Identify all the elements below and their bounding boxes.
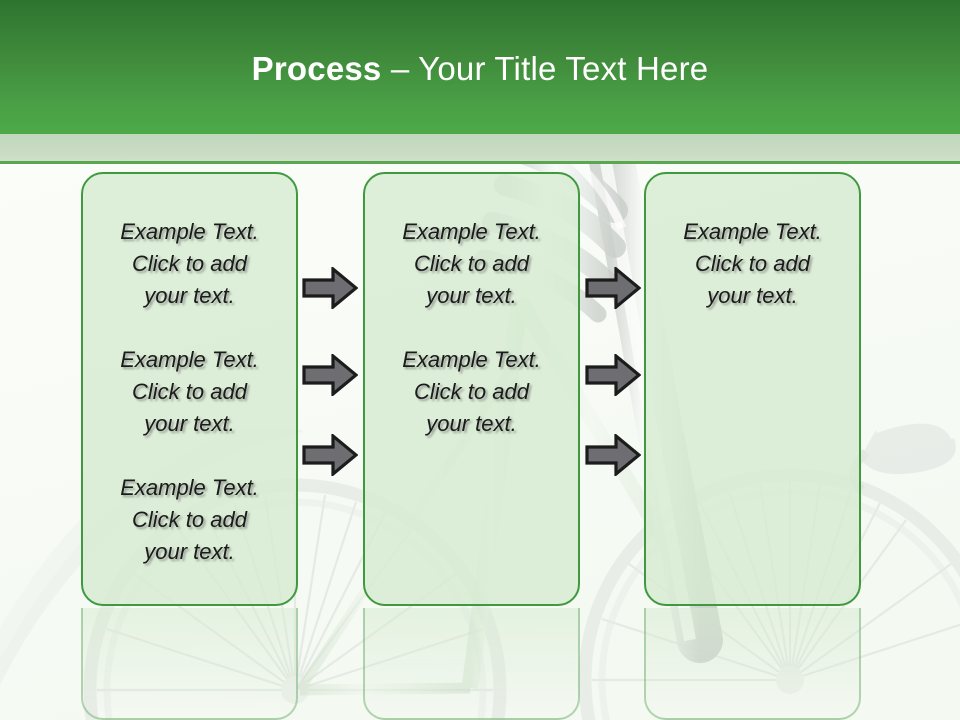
placeholder-text[interactable]: Example Text. Click to add your text. [120,475,259,564]
placeholder-text[interactable]: Example Text. Click to add your text. [120,347,259,436]
page-title: Process – Your Title Text Here [0,50,960,88]
placeholder-text[interactable]: Example Text. Click to add your text. [683,219,822,308]
right-arrow-icon [585,354,641,396]
header-accent-rule [0,161,960,164]
box-reflection [363,608,580,720]
placeholder-text[interactable]: Example Text. Click to add your text. [120,219,259,308]
right-arrow-icon [585,434,641,476]
placeholder-text[interactable]: Example Text. Click to add your text. [402,347,541,436]
process-box-3-body: Example Text. Click to add your text. [646,174,859,312]
process-box-2-body: Example Text. Click to add your text. Ex… [365,174,578,440]
process-box-2[interactable]: Example Text. Click to add your text. Ex… [363,172,580,606]
title-rest-part: – Your Title Text Here [381,50,709,87]
process-box-1[interactable]: Example Text. Click to add your text. Ex… [81,172,298,606]
title-bold-part: Process [251,50,382,87]
slide-header-bar: Process – Your Title Text Here [0,0,960,134]
process-box-1-body: Example Text. Click to add your text. Ex… [83,174,296,568]
right-arrow-icon [302,354,358,396]
process-box-3[interactable]: Example Text. Click to add your text. [644,172,861,606]
right-arrow-icon [302,267,358,309]
box-reflection [644,608,861,720]
right-arrow-icon [302,434,358,476]
placeholder-text[interactable]: Example Text. Click to add your text. [402,219,541,308]
box-reflection [81,608,298,720]
right-arrow-icon [585,267,641,309]
header-accent-band [0,134,960,161]
